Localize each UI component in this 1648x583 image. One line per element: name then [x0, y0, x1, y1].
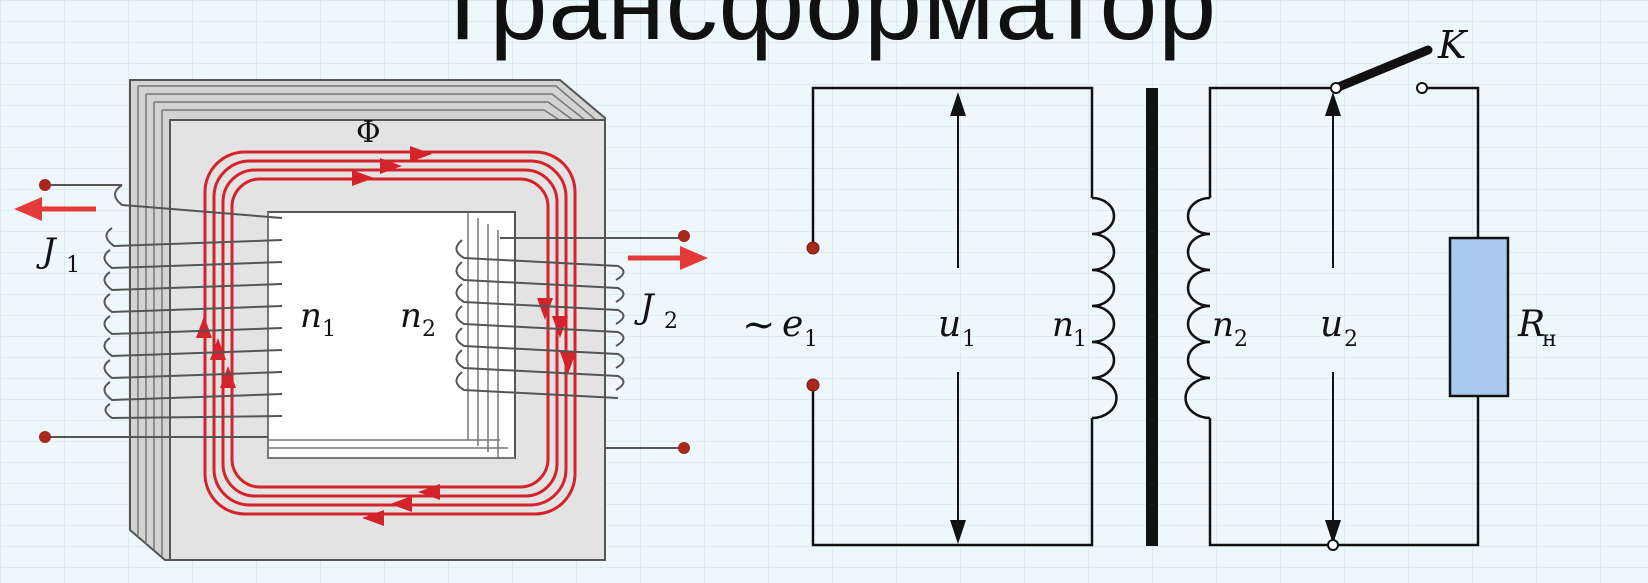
load-subscript: н: [1542, 327, 1557, 352]
secondary-winding: [1184, 196, 1211, 420]
current-secondary-subscript: 2: [664, 309, 678, 334]
primary-winding: [1091, 196, 1118, 420]
primary-coil: [48, 184, 283, 438]
terminal-primary-top: [39, 179, 51, 191]
voltage-primary-subscript: 1: [962, 327, 976, 352]
terminal-node: [1327, 539, 1339, 551]
winding-n1-subscript: 1: [1073, 327, 1087, 352]
winding-n1-label: n: [1052, 305, 1074, 345]
voltage-secondary-label: u: [1320, 304, 1343, 345]
terminal-primary-bottom: [39, 431, 51, 443]
winding-primary-label: n: [300, 296, 322, 336]
voltage-arrow-u2: [1325, 92, 1341, 544]
arrow-left-icon: [14, 197, 42, 221]
arrow-right-icon: [680, 246, 708, 270]
flux-arrows: [196, 146, 576, 526]
winding-n2-subscript: 2: [1234, 327, 1248, 352]
switch-label: K: [1437, 23, 1469, 67]
winding-secondary-label: n: [400, 296, 422, 336]
terminal-secondary-top: [678, 230, 690, 242]
core-drawing: [129, 79, 606, 561]
winding-n2-label: n: [1212, 305, 1234, 345]
terminal-secondary-bottom: [678, 442, 690, 454]
voltage-arrow-u1: [950, 92, 966, 544]
terminal-source-top: [806, 241, 820, 255]
current-primary-label: J: [36, 231, 58, 271]
schematic-wires: [811, 86, 1480, 547]
secondary-coil: [455, 237, 682, 449]
flux-label: Φ: [356, 115, 381, 150]
winding-secondary-subscript: 2: [422, 317, 436, 342]
voltage-secondary-subscript: 2: [1344, 327, 1358, 352]
core-bar: [1146, 88, 1158, 546]
switch: [1330, 45, 1433, 94]
load-resistor: [1448, 236, 1510, 398]
load-label: R: [1517, 304, 1545, 345]
core-terminals: [39, 179, 690, 454]
current-secondary-label: J: [634, 287, 656, 327]
current-arrows: [14, 197, 708, 270]
winding-primary-subscript: 1: [322, 317, 336, 342]
voltage-primary-label: u: [938, 304, 961, 345]
ac-source-symbol: ~: [742, 302, 776, 348]
emf-subscript: 1: [804, 327, 818, 352]
emf-label: e: [782, 304, 803, 345]
terminal-source-bottom: [806, 378, 820, 392]
page-title: Трансформатор: [430, 0, 1218, 62]
current-primary-subscript: 1: [66, 253, 80, 278]
